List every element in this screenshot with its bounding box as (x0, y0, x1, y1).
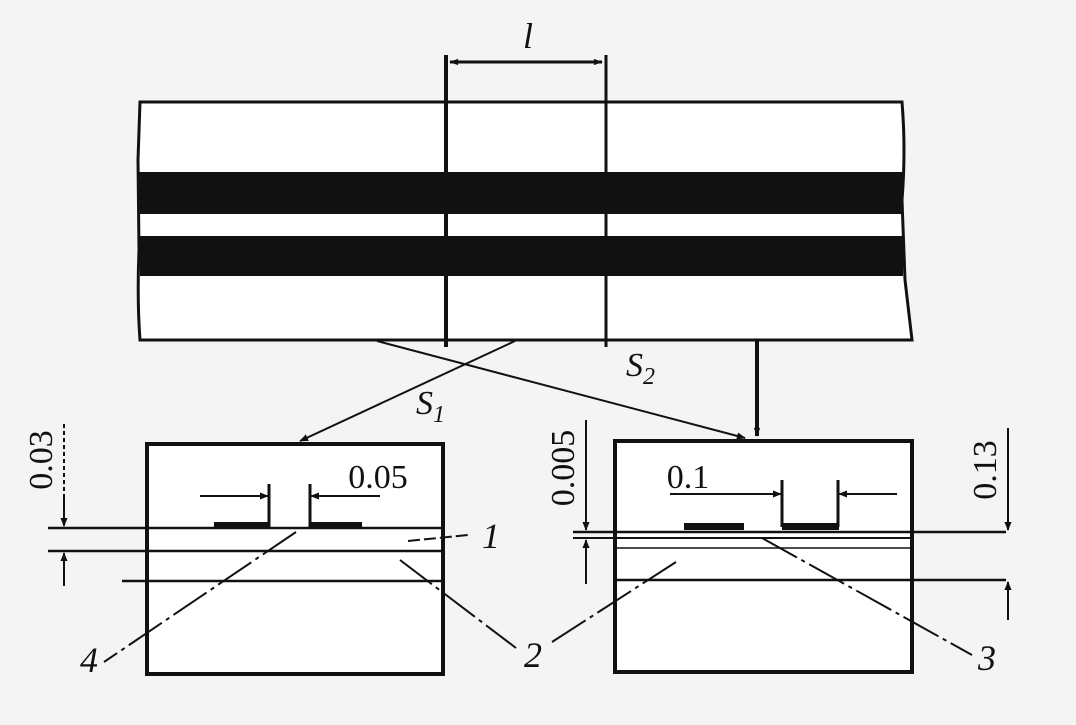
leader-s1-to-left-section (299, 340, 516, 442)
right-cross-section: 0.1 0.005 0.13 (545, 420, 1012, 674)
left-section-frame (145, 442, 445, 676)
conductor-stripe-upper (138, 172, 903, 214)
callout-2-label: 2 (524, 635, 542, 675)
left-cross-section: 0.05 0.03 (23, 424, 445, 676)
section1-label: S1 (416, 385, 445, 428)
right-gap-value: 0.1 (667, 459, 710, 496)
board-outline (136, 100, 914, 342)
length-label: l (523, 16, 533, 56)
callout-3-label: 3 (977, 638, 996, 678)
conductor-stripe-lower (140, 236, 903, 276)
right-small-height-value: 0.005 (545, 430, 582, 507)
callout-1-label: 1 (482, 516, 500, 556)
left-height-value: 0.03 (23, 430, 60, 490)
callout-4-leader (103, 531, 297, 663)
callout-3-leader (761, 537, 973, 656)
section2-label: S2 (626, 347, 655, 390)
leader-s2-to-right-section (376, 340, 746, 440)
right-conductor-a (684, 523, 744, 530)
right-section-frame (613, 439, 914, 674)
callout-1-leader (407, 534, 469, 542)
left-conductor-a (214, 522, 269, 529)
left-conductor-b (309, 522, 362, 529)
callout-4-label: 4 (80, 640, 98, 680)
callout-2-leader-right (551, 561, 677, 643)
right-conductor-b (782, 523, 839, 530)
left-gap-value: 0.05 (348, 459, 408, 496)
right-total-height-value: 0.13 (967, 440, 1004, 500)
board-strip (136, 100, 914, 342)
callout-2-leader-left (399, 559, 517, 649)
